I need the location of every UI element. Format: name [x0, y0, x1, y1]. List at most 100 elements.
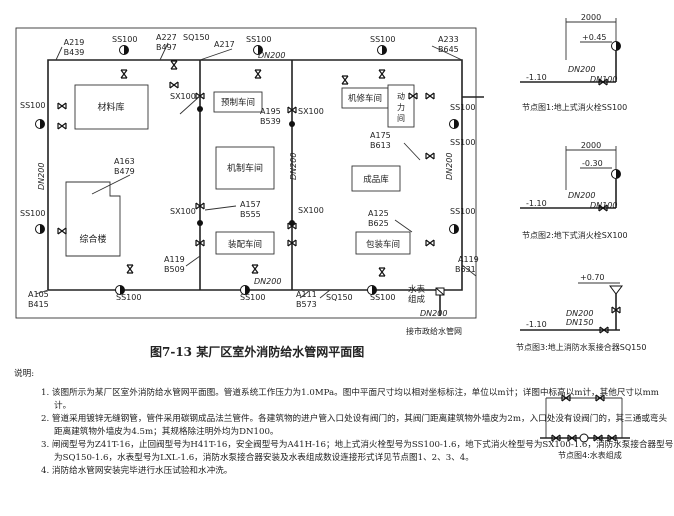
hydrant-label: SS100	[20, 101, 45, 110]
meter-label-2: 组成	[408, 294, 426, 305]
hydrant-label: SS100	[112, 35, 137, 44]
svg-text:DN200: DN200	[566, 309, 593, 318]
building-machining	[215, 146, 275, 190]
pump-connector-label: SQ150	[183, 33, 210, 42]
svg-text:DN200: DN200	[568, 191, 595, 200]
coord-a163: A163	[114, 157, 135, 166]
svg-text:+0.45: +0.45	[582, 33, 607, 42]
coord-a125: A125	[368, 209, 389, 218]
detail-4: 节点图4:水表组成	[540, 394, 630, 460]
label-complex: 综合楼	[79, 233, 106, 245]
note-item: 4. 消防给水管网安装完毕进行水压试验和水冲洗。	[41, 466, 233, 476]
note-item: 3. 闸阀型号为Z41T-16，止回阀型号为H41T-16，安全阀型号为A41H…	[41, 440, 674, 463]
hydrant-label: SS100	[20, 209, 45, 218]
svg-text:-0.30: -0.30	[582, 159, 603, 168]
coord-a227: A227	[156, 33, 177, 42]
hydrant-label: SS100	[246, 35, 271, 44]
pipe-size-label: DN200	[420, 309, 447, 318]
notes-head: 说明:	[14, 369, 35, 379]
coord-b645: B645	[438, 45, 459, 54]
detail-1: 2000 +0.45 -1.10 DN200 DN100 节点图1:地上式消火栓…	[520, 13, 627, 112]
detail-caption: 节点图4:水表组成	[558, 450, 622, 460]
label-finished: 成品库	[363, 174, 389, 185]
building-power	[387, 84, 415, 128]
detail-3: +0.70 -1.10 DN200 DN150 节点图3:地上消防水泵接合器SQ…	[516, 273, 646, 352]
pump-connector-label: SQ150	[326, 293, 353, 302]
label-material: 材料库	[97, 101, 124, 113]
svg-text:-1.10: -1.10	[526, 320, 547, 329]
coord-a233: A233	[438, 35, 459, 44]
coord-b439: B439	[64, 48, 85, 57]
label-packing: 包装车间	[366, 239, 400, 250]
hydrant-label: SS100	[450, 138, 475, 147]
svg-text:2000: 2000	[581, 13, 601, 22]
hydrant-label: SS100	[240, 293, 265, 302]
building-material-store	[74, 84, 149, 130]
label-power-2: 力	[397, 102, 405, 112]
hydrant-label: SS100	[370, 293, 395, 302]
coord-a111: A111	[296, 290, 317, 299]
coord-a105: A105	[28, 290, 49, 299]
svg-text:-1.10: -1.10	[526, 73, 547, 82]
label-power-3: 间	[397, 114, 405, 123]
coord-a195: A195	[260, 107, 281, 116]
coord-a175: A175	[370, 131, 391, 140]
label-repair: 机修车间	[348, 93, 382, 104]
coord-b415: B415	[28, 300, 49, 309]
pipe-size-label: DN200	[289, 153, 298, 180]
pipe-size-label: DN200	[258, 51, 285, 60]
coord-a157: A157	[240, 200, 261, 209]
main-pipe-loop	[47, 59, 463, 291]
building-finished-store	[351, 165, 401, 192]
hydrant-label: SS100	[450, 103, 475, 112]
building-packing	[355, 231, 411, 255]
svg-text:DN150: DN150	[566, 318, 593, 327]
building-complex	[65, 181, 121, 257]
figure-title: 图7-13 某厂区室外消防给水管网平面图	[150, 345, 365, 359]
coord-b625: B625	[368, 219, 389, 228]
svg-text:DN100: DN100	[590, 201, 617, 210]
building-assembly	[215, 231, 275, 255]
hydrant-label: SX100	[298, 107, 324, 116]
pipe-size-label: DN200	[254, 277, 281, 286]
coord-a217: A217	[214, 40, 235, 49]
label-assembly: 装配车间	[228, 239, 262, 250]
hydrant-label: SX100	[170, 92, 196, 101]
municipal-label: 接市政给水管网	[406, 326, 462, 336]
detail-caption: 节点图1:地上式消火栓SS100	[522, 102, 627, 112]
svg-text:-1.10: -1.10	[526, 199, 547, 208]
svg-text:2000: 2000	[581, 141, 601, 150]
coord-b479: B479	[114, 167, 135, 176]
building-prefab	[213, 91, 263, 113]
pipe-size-label: DN200	[445, 153, 454, 180]
coord-b555: B555	[240, 210, 261, 219]
label-power-1: 动	[397, 91, 405, 101]
meter-label-1: 水表	[408, 284, 426, 295]
notes-block: 说明: 1. 该图所示为某厂区室外消防给水管网平面图。管道系统工作压力为1.0M…	[14, 368, 674, 478]
hydrant-label: SS100	[450, 207, 475, 216]
coord-b573: B573	[296, 300, 317, 309]
coord-b631: B631	[455, 265, 476, 274]
coord-a119-left: A119	[164, 255, 185, 264]
label-prefab: 预制车间	[221, 97, 255, 108]
site-boundary	[15, 27, 477, 319]
hydrant-label: SX100	[170, 207, 196, 216]
coord-a119-right: A119	[458, 255, 479, 264]
svg-text:DN100: DN100	[590, 75, 617, 84]
detail-caption: 节点图3:地上消防水泵接合器SQ150	[516, 342, 646, 352]
pipe-size-label: DN200	[37, 163, 46, 190]
coord-b613: B613	[370, 141, 391, 150]
label-machining: 机制车间	[227, 162, 263, 174]
svg-text:DN200: DN200	[568, 65, 595, 74]
coord-b509: B509	[164, 265, 185, 274]
hydrant-label: SX100	[298, 206, 324, 215]
detail-2: 2000 -0.30 -1.10 DN200 DN100 节点图2:地下式消火栓…	[520, 141, 628, 240]
hydrant-label: SS100	[370, 35, 395, 44]
detail-caption: 节点图2:地下式消火栓SX100	[522, 230, 628, 240]
coord-b539: B539	[260, 117, 281, 126]
coord-a219: A219	[64, 38, 85, 47]
svg-text:+0.70: +0.70	[580, 273, 605, 282]
note-item: 1. 该图所示为某厂区室外消防给水管网平面图。管道系统工作压力为1.0MPa。图…	[41, 388, 659, 411]
coord-b497: B497	[156, 43, 177, 52]
